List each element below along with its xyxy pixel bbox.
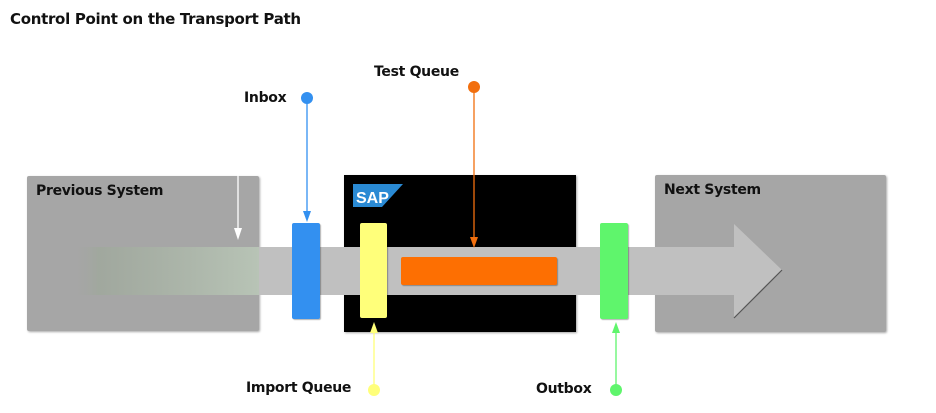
import-queue-pointer-arrowhead [370,322,378,333]
test-queue-label: Test Queue [374,64,459,80]
import-queue-label: Import Queue [246,380,352,396]
outbox-label: Outbox [536,381,592,397]
previous-system-arrowhead [234,228,242,240]
transport-path-fade [70,247,260,295]
inbox-pointer-arrowhead [303,211,311,222]
previous-system-label: Previous System [36,183,164,199]
import-queue-bar [360,223,387,318]
inbox-label: Inbox [244,90,287,106]
inbox-bar [292,223,320,319]
outbox-pointer-arrowhead [612,322,620,333]
sap-logo-text: SAP [356,190,389,207]
next-system-label: Next System [664,182,761,198]
transport-arrow-shadow [733,269,783,319]
diagram-title: Control Point on the Transport Path [10,10,301,28]
sap-logo: SAP [353,184,403,207]
test-queue-bar [401,257,557,285]
test-queue-pointer-arrowhead [470,237,478,248]
outbox-bar [600,223,628,319]
